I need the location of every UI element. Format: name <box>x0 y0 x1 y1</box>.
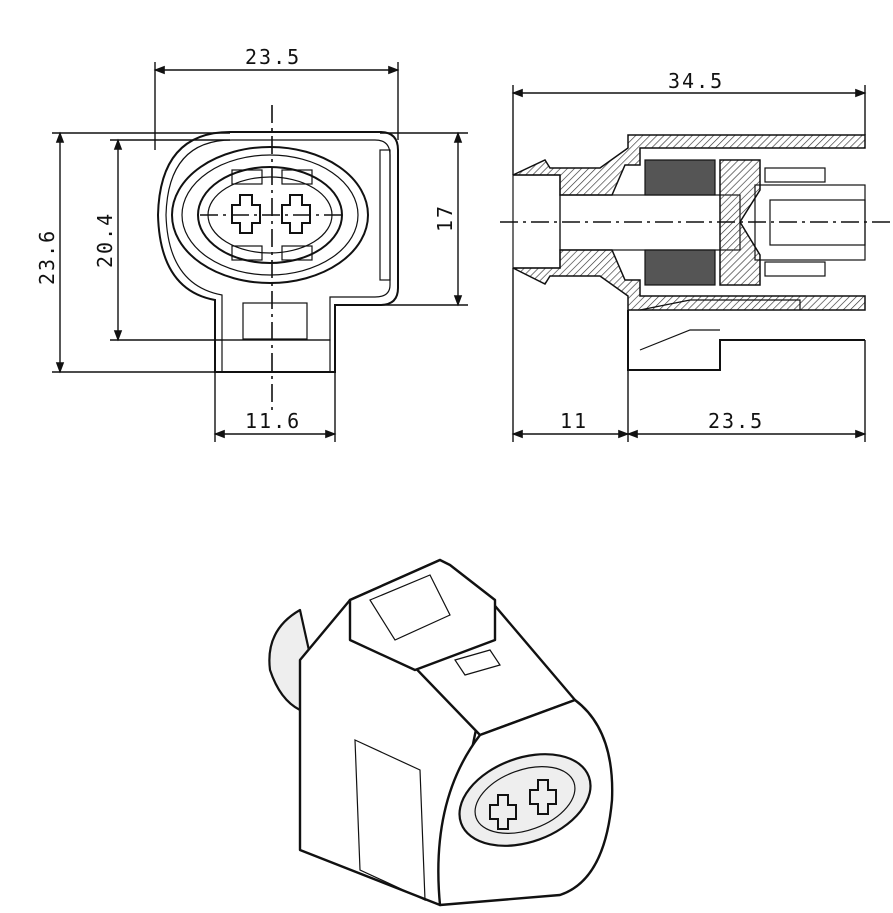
iso-terminal-2 <box>529 779 557 815</box>
dimension-height: 23.6 <box>35 131 230 374</box>
iso-socket <box>458 753 592 847</box>
iso-terminal-1 <box>489 794 517 830</box>
dimension-inner-height: 20.4 <box>93 138 230 342</box>
front-width-label: 23.5 <box>245 45 301 69</box>
dimension-body-height: 17 <box>380 131 468 307</box>
dimension-body-length: 23.5 <box>626 409 867 439</box>
isometric-view <box>268 558 614 907</box>
front-tab-width-label: 11.6 <box>245 409 301 433</box>
side-body-section <box>512 134 866 371</box>
front-height-label: 23.6 <box>35 229 59 285</box>
iso-latch-block <box>348 558 497 672</box>
front-body-height-label: 17 <box>433 204 457 232</box>
dimension-tab-width: 11.6 <box>213 372 337 442</box>
front-view: 23.5 23.6 20.4 17 11.6 <box>35 45 468 442</box>
dimension-width: 23.5 <box>153 45 400 150</box>
dimension-length: 34.5 <box>511 69 867 175</box>
side-nose-label: 11 <box>560 409 588 433</box>
side-length-label: 34.5 <box>668 69 724 93</box>
front-inner-height-label: 20.4 <box>93 212 117 268</box>
side-view: 34.5 11 23.5 <box>500 69 893 442</box>
front-body-outline <box>156 131 399 373</box>
dimension-nose: 11 <box>511 268 866 442</box>
side-body-length-label: 23.5 <box>708 409 764 433</box>
